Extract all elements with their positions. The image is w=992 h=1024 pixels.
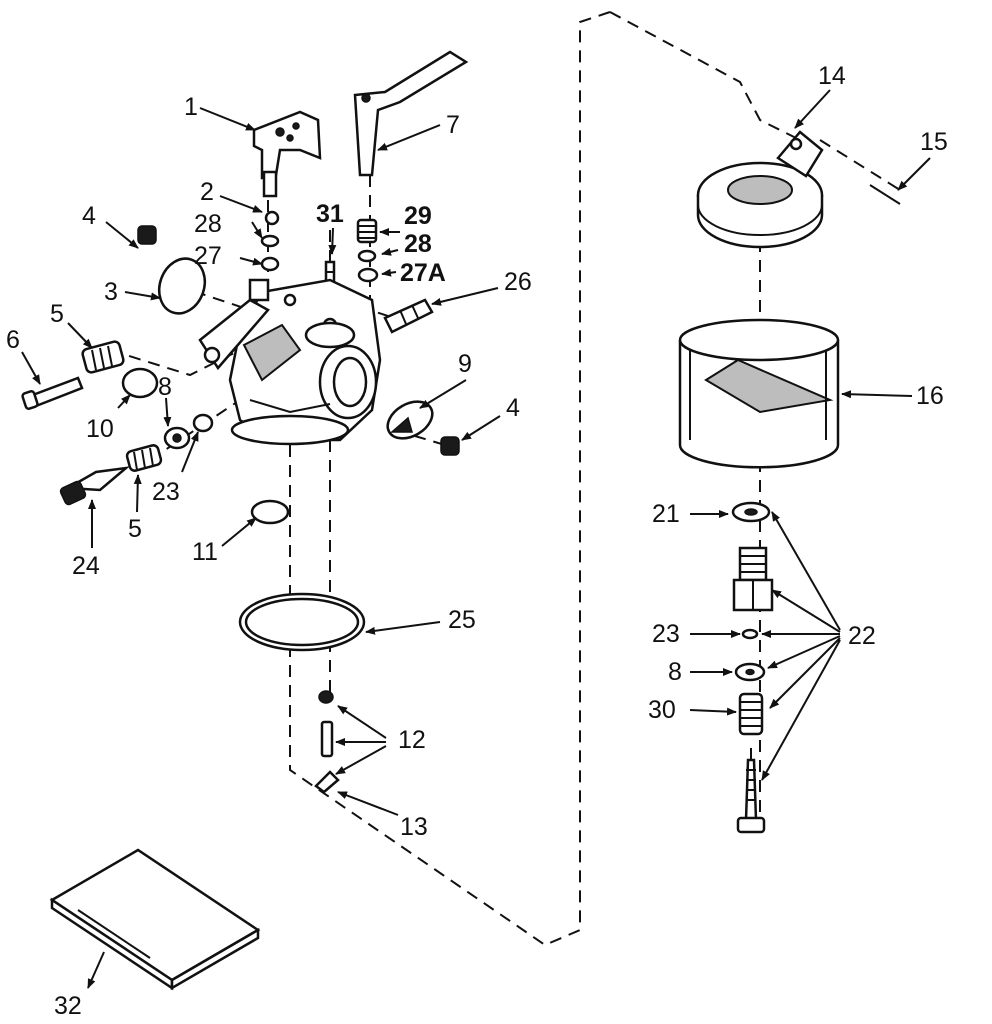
throttle-plate-part-3: [157, 257, 207, 315]
callout-4-right: 4: [506, 394, 520, 422]
seal-part-27a: [357, 267, 379, 283]
callout-labels: 1 2 28 27 4 3 5 6 7 31 29 28 27A 26 9 4 …: [6, 62, 948, 1020]
throttle-shaft-part-1: [252, 110, 322, 198]
washer-part-28-right: [357, 249, 377, 263]
callout-27: 27: [194, 242, 222, 270]
callout-16: 16: [916, 382, 944, 410]
cap-part-4-right: [440, 436, 460, 456]
callout-8-left: 8: [158, 373, 172, 401]
ring-part-23-right: [741, 628, 759, 640]
inlet-needle-part-12: [318, 690, 334, 758]
float-pin-part-15: [869, 184, 901, 205]
callout-14: 14: [818, 62, 846, 90]
plug-part-11: [250, 499, 290, 525]
callout-5-lower: 5: [128, 515, 142, 543]
choke-plate-part-9: [386, 400, 434, 440]
ring-part-23-left: [192, 413, 214, 433]
cap-part-4-left: [137, 225, 157, 245]
callout-27a: 27A: [400, 259, 446, 287]
callout-28-right: 28: [404, 230, 432, 258]
callout-21: 21: [652, 500, 680, 528]
callout-1: 1: [184, 93, 198, 121]
seal-part-27: [260, 256, 280, 272]
spring-part-29: [356, 218, 378, 244]
callout-26: 26: [504, 268, 532, 296]
assembly-dashed-lines: [109, 11, 901, 947]
callout-11: 11: [192, 538, 218, 566]
float-part-14: [696, 130, 824, 249]
callout-24: 24: [72, 552, 100, 580]
clip-part-13: [314, 770, 340, 794]
spring-part-2: [264, 210, 280, 226]
screw-part-6: [21, 376, 84, 410]
callout-29: 29: [404, 202, 432, 230]
callout-23-right: 23: [652, 620, 680, 648]
spring-part-5-upper: [81, 340, 125, 374]
washer-part-21: [731, 501, 771, 523]
plug-part-10: [121, 367, 159, 399]
bowl-part-16: [678, 318, 840, 469]
callout-22: 22: [848, 622, 876, 650]
nut-assembly-part-22: [732, 546, 774, 612]
leader-arrows: [21, 89, 931, 989]
gasket-kit-part-32: [49, 848, 261, 991]
callout-23-left: 23: [152, 478, 180, 506]
fitting-part-26: [383, 298, 434, 334]
callout-2: 2: [200, 178, 214, 206]
choke-shaft-part-7: [353, 50, 469, 177]
callout-28-left: 28: [194, 210, 222, 238]
callout-9: 9: [458, 350, 472, 378]
callout-7: 7: [446, 111, 460, 139]
callout-31: 31: [316, 200, 344, 228]
callout-32: 32: [54, 992, 82, 1020]
callout-8-right: 8: [668, 658, 682, 686]
callout-5-upper: 5: [50, 300, 64, 328]
washer-part-8-left: [163, 426, 191, 450]
callout-15: 15: [920, 128, 948, 156]
washer-part-8-right: [734, 662, 766, 682]
spring-part-5-lower: [125, 444, 163, 472]
callout-4-left: 4: [82, 202, 96, 230]
gasket-part-25: [238, 592, 366, 652]
callout-13: 13: [400, 813, 428, 841]
callout-30: 30: [648, 696, 676, 724]
needle-part-22: [736, 748, 766, 834]
callout-25: 25: [448, 606, 476, 634]
washer-part-28-left: [260, 234, 280, 248]
callout-6: 6: [6, 326, 20, 354]
callout-3: 3: [104, 278, 118, 306]
callout-10: 10: [86, 415, 114, 443]
callout-12: 12: [398, 726, 426, 754]
spring-part-30: [738, 692, 764, 736]
needle-part-24: [59, 466, 131, 506]
carburetor-body: [198, 278, 382, 446]
